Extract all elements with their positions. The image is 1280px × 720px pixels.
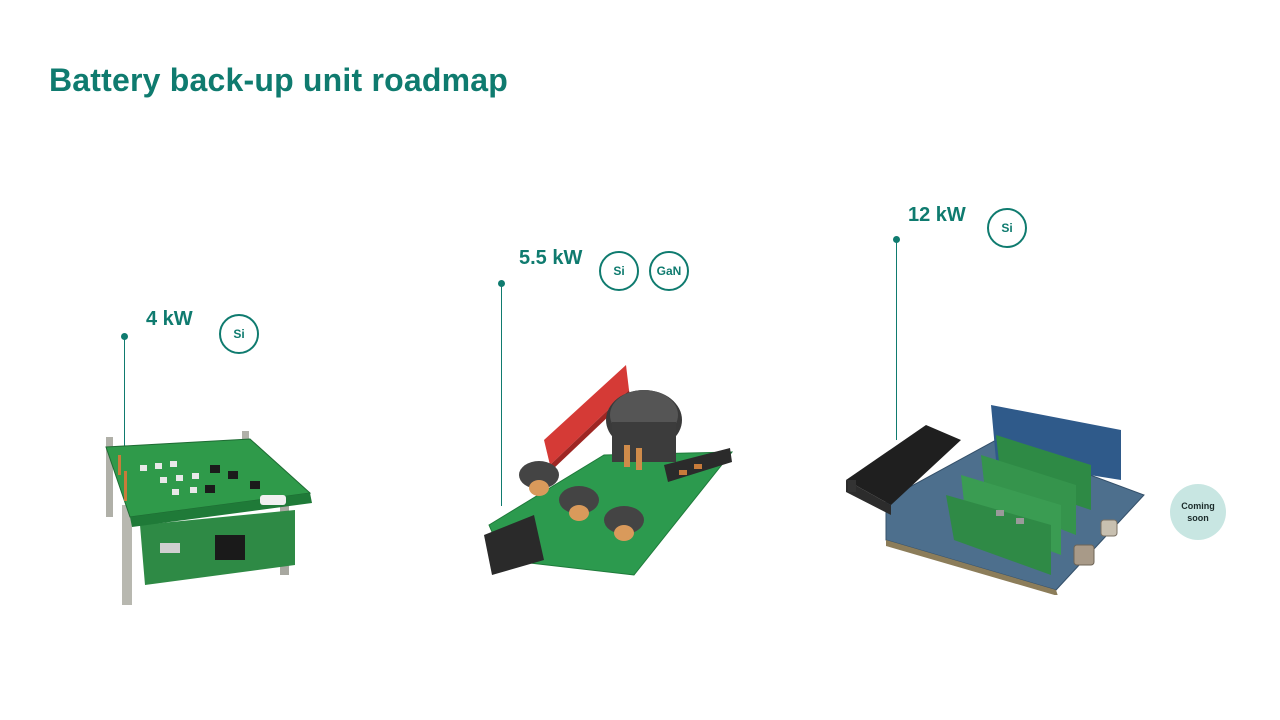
board-image-5-5kw <box>484 365 734 576</box>
page-title: Battery back-up unit roadmap <box>49 62 509 98</box>
badge-gan-5-5kw: GaN <box>649 251 689 291</box>
coming-soon-label: Coming soon <box>1181 501 1215 523</box>
board-image-12kw <box>846 405 1145 595</box>
coming-soon-badge: Coming soon <box>1170 484 1226 540</box>
pin-line-5-5kw <box>501 284 502 506</box>
pin-line-4kw <box>124 337 125 462</box>
badge-si-4kw: Si <box>219 314 259 354</box>
pin-dot-12kw <box>893 236 900 243</box>
pin-dot-5-5kw <box>498 280 505 287</box>
pin-line-12kw <box>896 240 897 440</box>
badge-si-12kw: Si <box>987 208 1027 248</box>
pin-dot-4kw <box>121 333 128 340</box>
power-label-5-5kw: 5.5 kW <box>519 247 583 269</box>
power-label-4kw: 4 kW <box>146 308 193 330</box>
board-image-4kw <box>105 431 312 605</box>
power-label-12kw: 12 kW <box>908 204 966 226</box>
badge-si-5-5kw: Si <box>599 251 639 291</box>
